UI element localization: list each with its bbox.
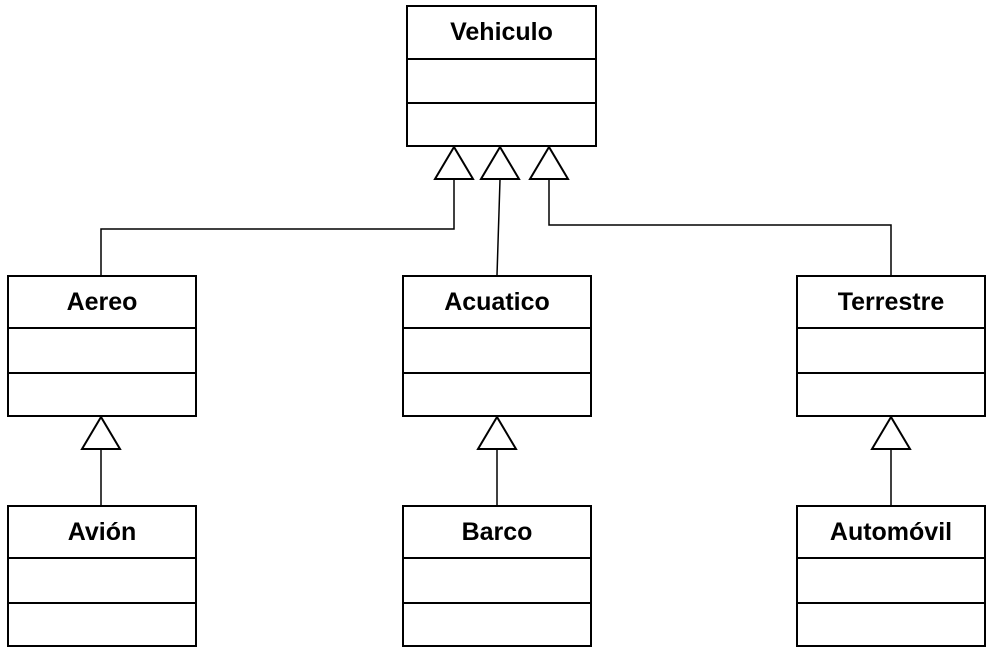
attributes-compartment (408, 60, 595, 104)
operations-compartment (408, 104, 595, 145)
class-name-acuatico: Acuatico (404, 277, 590, 329)
inheritance-arrow-avion (80, 415, 122, 450)
inheritance-arrow-acuatico (479, 145, 521, 180)
attributes-compartment (798, 329, 984, 374)
class-name-avion: Avión (9, 507, 195, 559)
connector-aereo-vehiculo (100, 180, 455, 275)
inheritance-arrow-terrestre (528, 145, 570, 180)
class-name-aereo: Aereo (9, 277, 195, 329)
attributes-compartment (798, 559, 984, 604)
inheritance-arrow-barco (476, 415, 518, 450)
class-name-terrestre: Terrestre (798, 277, 984, 329)
attributes-compartment (9, 559, 195, 604)
class-automovil[interactable]: Automóvil (796, 505, 986, 647)
operations-compartment (9, 604, 195, 645)
class-terrestre[interactable]: Terrestre (796, 275, 986, 417)
operations-compartment (404, 374, 590, 415)
inheritance-arrow-automovil (870, 415, 912, 450)
attributes-compartment (404, 559, 590, 604)
attributes-compartment (9, 329, 195, 374)
attributes-compartment (404, 329, 590, 374)
connector-terrestre-vehiculo (548, 180, 892, 275)
class-vehiculo[interactable]: Vehiculo (406, 5, 597, 147)
connector-acuatico-vehiculo (496, 179, 501, 276)
operations-compartment (798, 374, 984, 415)
class-name-barco: Barco (404, 507, 590, 559)
class-name-automovil: Automóvil (798, 507, 984, 559)
class-avion[interactable]: Avión (7, 505, 197, 647)
operations-compartment (9, 374, 195, 415)
operations-compartment (404, 604, 590, 645)
inheritance-arrow-aereo (433, 145, 475, 180)
class-name-vehiculo: Vehiculo (408, 7, 595, 60)
class-aereo[interactable]: Aereo (7, 275, 197, 417)
operations-compartment (798, 604, 984, 645)
class-acuatico[interactable]: Acuatico (402, 275, 592, 417)
class-barco[interactable]: Barco (402, 505, 592, 647)
